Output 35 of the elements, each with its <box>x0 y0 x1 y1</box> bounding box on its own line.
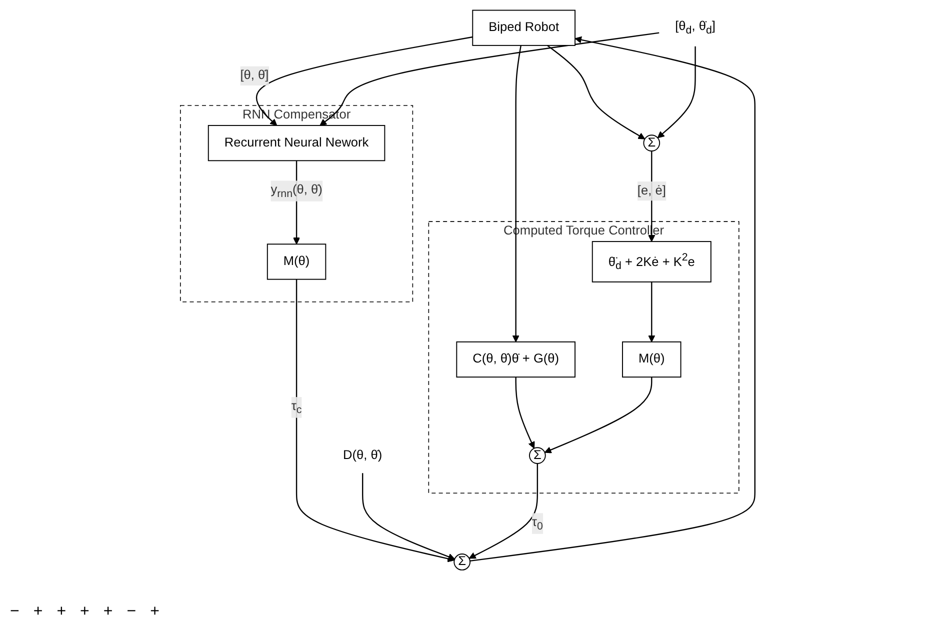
sign-label: + <box>33 603 43 621</box>
arrow <box>546 44 645 139</box>
arrow <box>657 46 696 138</box>
edge-label: τ$_{c}$ <box>291 398 302 416</box>
node-circle: Σ <box>643 134 660 151</box>
node-box: θ̈$_{d}$ + 2Kė + K$^{2}$e <box>592 240 712 282</box>
node-box: Biped Robot <box>472 9 576 46</box>
arrow <box>544 376 652 453</box>
arrow <box>470 36 756 562</box>
edge-label: [e, ė] <box>637 183 666 197</box>
sign-label: − <box>126 603 136 621</box>
arrow <box>256 36 473 126</box>
arrow <box>512 44 522 342</box>
node-text: D(θ, θ̇) <box>342 448 382 462</box>
arrow <box>515 376 535 448</box>
arrow <box>362 472 455 560</box>
arrow <box>296 278 454 562</box>
node-box: Recurrent Neural Nework <box>208 124 386 161</box>
sign-label: + <box>103 603 113 621</box>
node-box: C(θ, θ̇)θ̇ + G(θ) <box>456 340 576 378</box>
arrow <box>320 32 660 126</box>
arrow <box>648 281 655 342</box>
sign-label: + <box>150 603 160 621</box>
sign-label: − <box>10 603 20 621</box>
sign-label: + <box>56 603 66 621</box>
arrow <box>468 463 538 558</box>
edge-label: y$_{rnn}$(θ, θ̇) <box>270 182 322 199</box>
sign-label: + <box>80 603 90 621</box>
node-circle: Σ <box>528 446 546 464</box>
node-circle: Σ <box>454 553 470 570</box>
node-text: [θ$_{d}$, θ̇$_{d}$] <box>674 19 716 36</box>
edge-label: [θ, θ̇] <box>240 68 269 82</box>
edge-label: τ$_{0}$ <box>532 515 543 532</box>
node-box: M(θ) <box>266 243 326 280</box>
node-box: M(θ) <box>622 340 682 378</box>
